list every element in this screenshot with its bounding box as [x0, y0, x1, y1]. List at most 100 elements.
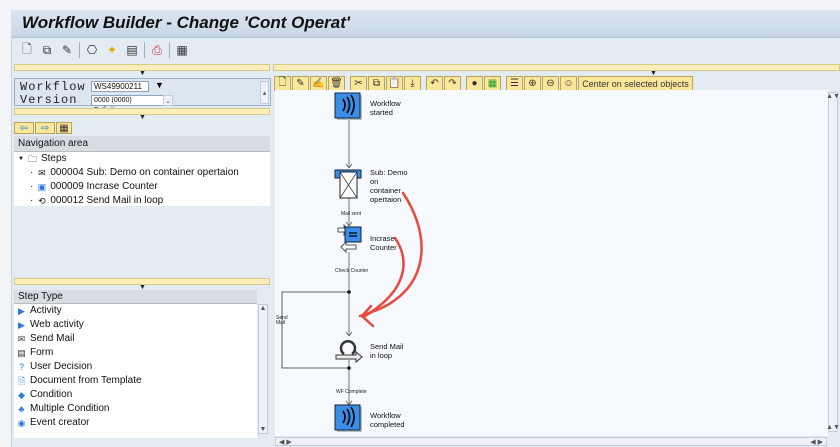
- step-type-label: Form: [30, 347, 54, 358]
- tree-item[interactable]: ·▣000009 Incrase Counter: [30, 181, 158, 192]
- application-toolbar: 🗋 ⧉ ✎ ⎔ ✦ ▤ ⎙ ▦: [11, 38, 840, 62]
- activate-icon[interactable]: ⎔: [86, 43, 98, 57]
- splitter-bar[interactable]: [14, 64, 270, 71]
- edge-label[interactable]: Mail sent: [341, 211, 362, 217]
- separator: [169, 42, 170, 58]
- separator: [144, 42, 145, 58]
- document-template-icon: 🗎: [17, 375, 26, 386]
- tree-item[interactable]: ·⟲000012 Send Mail in loop: [30, 195, 164, 206]
- condition-icon: ◆: [18, 389, 25, 400]
- window-title: Workflow Builder - Change 'Cont Operat': [22, 13, 350, 32]
- user-decision-icon: ?: [18, 361, 24, 372]
- red-annotation-arrow: [358, 191, 423, 328]
- step-type-list: Step Type ▶ Activity ▶ Web activity ✉ Send Ma…: [14, 290, 257, 438]
- step-type-item[interactable]: ♣Multiple Condition: [14, 402, 257, 416]
- display-icon[interactable]: ▤: [126, 43, 138, 57]
- print-icon[interactable]: ⎙: [152, 42, 162, 57]
- connector-lines: [281, 120, 350, 405]
- vertical-scrollbar[interactable]: ▲▼: [258, 304, 268, 434]
- horizontal-scrollbar[interactable]: ◀ ▶◀ ▶: [275, 437, 827, 446]
- title-bar: [11, 10, 840, 38]
- tree-item-label: 000004 Sub: Demo on container opertaion: [50, 167, 239, 178]
- expand-icon[interactable]: ▼: [18, 156, 24, 162]
- step-type-item[interactable]: ?User Decision: [14, 360, 257, 374]
- loop-icon: ⟲: [38, 195, 46, 206]
- step-type-item[interactable]: ▶ Web activity: [14, 318, 257, 332]
- copy-icon[interactable]: ⧉: [368, 76, 385, 91]
- tree-item[interactable]: ·✉000004 Sub: Demo on container opertaio…: [30, 167, 239, 178]
- back-arrow-icon[interactable]: ⇦: [14, 122, 34, 134]
- step-type-item[interactable]: ◆ Condition: [14, 388, 257, 402]
- container-operation-node-icon: [337, 223, 362, 254]
- step-type-item[interactable]: 🗎 Document from Template: [14, 374, 257, 388]
- tree-view-icon[interactable]: ▦: [56, 122, 72, 134]
- tree-item-label: 000012 Send Mail in loop: [50, 195, 164, 206]
- activity-icon: ▶: [18, 305, 25, 316]
- step-type-label: Document from Template: [30, 375, 142, 386]
- loop-line: [281, 291, 349, 369]
- edit-icon[interactable]: ✎: [61, 43, 73, 57]
- edge-arrow: [345, 331, 353, 337]
- splitter-bar[interactable]: [14, 278, 270, 285]
- workflow-input[interactable]: WS49900211: [91, 81, 149, 92]
- splitter-bar[interactable]: [14, 108, 270, 115]
- collapse-caret-icon[interactable]: ▼: [650, 70, 657, 77]
- flash-icon[interactable]: ✦: [106, 43, 118, 57]
- collapse-caret-icon[interactable]: ▼: [139, 70, 146, 77]
- separator: [79, 42, 80, 58]
- container-operation-icon: ▣: [37, 181, 47, 192]
- step-type-item[interactable]: ▶ Activity: [14, 304, 257, 318]
- step-type-label: Condition: [30, 389, 73, 400]
- loop-node-icon: [335, 340, 363, 364]
- step-type-item[interactable]: ▤ Form: [14, 346, 257, 360]
- tree-node-label: Steps: [40, 153, 67, 164]
- join-point: [347, 290, 351, 294]
- edge-label[interactable]: Check Counter: [335, 268, 369, 274]
- new-icon[interactable]: 🗋: [22, 41, 32, 56]
- redo-icon[interactable]: ↷: [444, 76, 461, 91]
- send-mail-node-icon: [334, 169, 362, 199]
- copy-icon[interactable]: ⧉: [42, 42, 52, 57]
- node-workflow-completed-icon: [334, 404, 362, 432]
- forward-arrow-icon[interactable]: ⇨: [35, 122, 55, 134]
- workflow-label: Workflow: [20, 80, 86, 94]
- edge-label[interactable]: Send Mail: [276, 315, 288, 326]
- dropdown-arrow-icon[interactable]: ▼: [155, 80, 164, 90]
- version-label: Version: [20, 93, 78, 107]
- edge-arrow: [345, 163, 353, 169]
- edge-label[interactable]: WF Complete: [336, 389, 367, 395]
- tree-item-label: 000009 Incrase Counter: [50, 181, 158, 192]
- graphic-toolbar: 🗋 ✎ ✍ 🗑 ✂ ⧉ 📋 ⤓ ↶ ↷ ● ▦ ☰ ⊕ ⊖ ☺ Center o…: [274, 76, 693, 91]
- send-mail-step-icon: ✉: [38, 167, 46, 178]
- send-mail-icon: ✉: [17, 333, 26, 344]
- layout-icon[interactable]: ▦: [176, 43, 188, 57]
- step-type-item[interactable]: ◉Event creator: [14, 416, 257, 430]
- step-type-label: Multiple Condition: [30, 403, 110, 414]
- collapse-caret-icon[interactable]: ▼: [139, 114, 146, 121]
- select-chevron-icon[interactable]: ⌄: [163, 95, 173, 106]
- folder-icon: 🗀: [27, 153, 37, 164]
- workflow-graphic-canvas: [275, 90, 828, 436]
- navigation-area: Navigation area ▼ 🗀 Steps ·✉000004 Sub: …: [14, 136, 270, 206]
- edge-arrow: [345, 221, 353, 227]
- node-workflow-started-icon: [334, 92, 362, 120]
- step-type-label: Web activity: [30, 319, 84, 330]
- web-activity-icon: ▶: [18, 319, 25, 330]
- navigation-toolbar: ⇦ ⇨ ▦: [14, 122, 72, 134]
- step-type-label: Send Mail: [30, 333, 75, 344]
- form-icon: ▤: [17, 347, 26, 358]
- vertical-scrollbar[interactable]: ▲▼▲▼: [826, 92, 840, 432]
- step-type-header: Step Type: [14, 290, 257, 304]
- collapse-caret-icon[interactable]: ▼: [139, 284, 146, 291]
- step-type-label: Activity: [30, 305, 62, 316]
- navigation-header: Navigation area: [14, 136, 270, 152]
- tree-node-steps[interactable]: ▼ 🗀 Steps: [14, 152, 270, 166]
- vertical-scrollbar[interactable]: ▴: [260, 81, 269, 104]
- step-type-item[interactable]: ✉ Send Mail: [14, 332, 257, 346]
